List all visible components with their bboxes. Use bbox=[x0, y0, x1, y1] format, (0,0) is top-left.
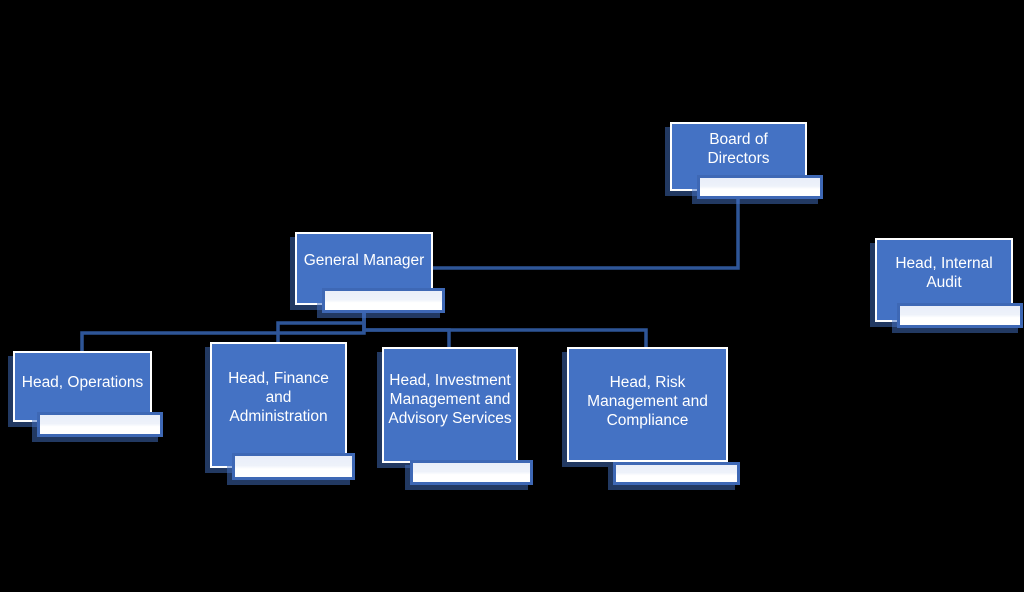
node-label-line: Board of bbox=[709, 130, 768, 148]
node-label-line: Compliance bbox=[606, 411, 689, 429]
name-placeholder-head-investment[interactable] bbox=[410, 460, 533, 485]
node-label-line: Head, Risk bbox=[609, 373, 686, 391]
name-placeholder-board-of-directors[interactable] bbox=[697, 175, 823, 199]
node-label-line: Head, Internal bbox=[895, 255, 993, 272]
node-label-line: Head, Investment bbox=[389, 371, 511, 389]
org-node-head-investment-management[interactable]: Head, Investment Management and Advisory… bbox=[382, 347, 518, 463]
node-label-line: Head, Operations bbox=[21, 373, 144, 391]
node-label-line: General Manager bbox=[303, 251, 425, 269]
name-placeholder-head-internal-audit[interactable] bbox=[897, 303, 1023, 328]
org-node-head-finance-administration[interactable]: Head, Finance and Administration bbox=[210, 342, 347, 468]
name-placeholder-head-operations[interactable] bbox=[37, 412, 163, 437]
name-placeholder-head-finance[interactable] bbox=[232, 453, 355, 480]
node-label-line: Advisory Services bbox=[388, 409, 512, 427]
node-label-line: and bbox=[265, 388, 292, 406]
node-label-line: Management and bbox=[587, 392, 708, 410]
name-placeholder-general-manager[interactable] bbox=[322, 288, 445, 313]
node-label-line: Head, Finance bbox=[228, 369, 329, 387]
node-label-line: Management and bbox=[389, 390, 511, 408]
org-node-head-operations[interactable]: Head, Operations bbox=[13, 351, 152, 422]
node-label-line: Administration bbox=[229, 407, 328, 425]
name-placeholder-head-risk[interactable] bbox=[613, 462, 740, 485]
org-node-head-risk-management[interactable]: Head, Risk Management and Compliance bbox=[567, 347, 728, 462]
connector-board-to-gm bbox=[433, 191, 740, 270]
connector-gm-to-risk bbox=[362, 305, 648, 347]
node-label-line: Directors bbox=[707, 149, 770, 167]
node-label-line: Audit bbox=[926, 274, 962, 291]
